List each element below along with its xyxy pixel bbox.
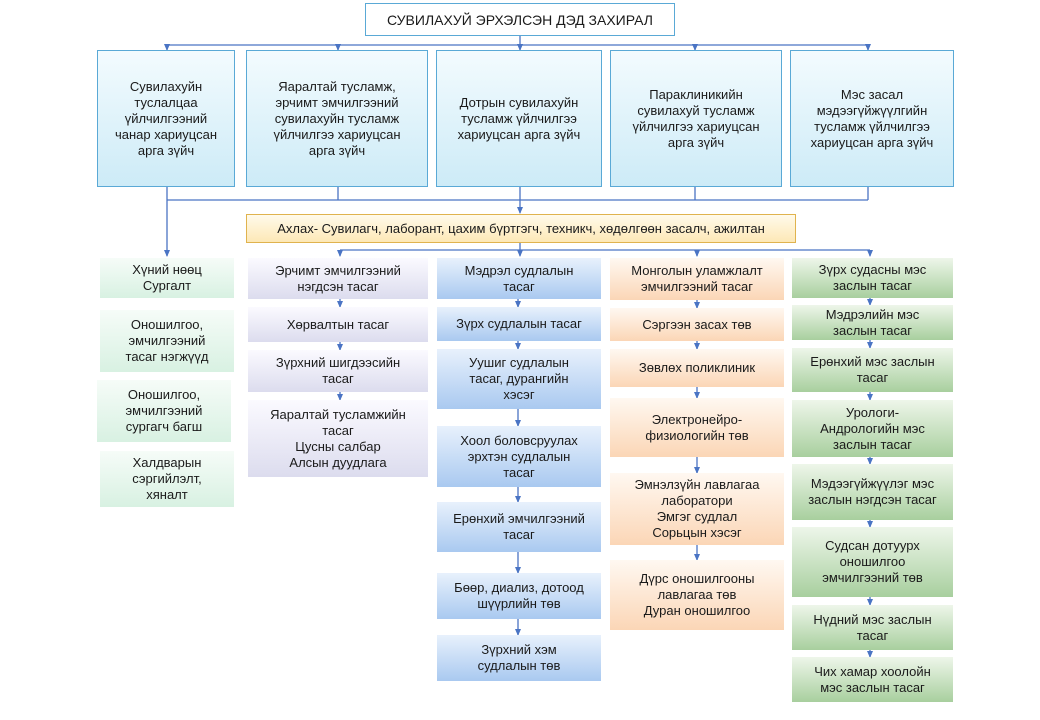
unit-imaging: Дүрс оношилгооны лавлагаа төв Дуран онош… bbox=[610, 560, 784, 630]
unit-general-surgery: Ерөнхий мэс заслын тасаг bbox=[792, 348, 953, 392]
manager-emergency: Яаралтай тусламж, эрчимт эмчилгээний сув… bbox=[246, 50, 428, 187]
unit-infection-control: Халдварын сэргийлэлт, хяналт bbox=[100, 451, 234, 507]
unit-urology: Урологи- Андрологийн мэс заслын тасаг bbox=[792, 400, 953, 457]
unit-cardiology: Зүрх судлалын тасаг bbox=[437, 307, 601, 341]
unit-pulmonology: Уушиг судлалын тасаг, дурангийн хэсэг bbox=[437, 349, 601, 409]
director-title: СУВИЛАХУЙ ЭРХЭЛСЭН ДЭД ЗАХИРАЛ bbox=[365, 3, 675, 36]
unit-vascular-surgery: Зүрх судасны мэс заслын тасаг bbox=[792, 258, 953, 298]
unit-nephrology: Бөөр, диализ, дотоод шүүрлийн төв bbox=[437, 573, 601, 619]
unit-ophthalmology: Нүдний мэс заслын тасаг bbox=[792, 605, 953, 650]
unit-diagnosis-trainer: Оношилгоо, эмчилгээний сургагч багш bbox=[97, 380, 231, 442]
unit-diagnosis-units: Оношилгоо, эмчилгээний тасаг нэгжүүд bbox=[100, 310, 234, 372]
unit-emergency: Яаралтай тусламжийн тасаг Цусны салбар А… bbox=[248, 400, 428, 477]
manager-surgery: Мэс засал мэдээгүйжүүлгийн тусламж үйлчи… bbox=[790, 50, 954, 187]
senior-staff-bar: Ахлах- Сувилагч, лаборант, цахим бүртгэг… bbox=[246, 214, 796, 243]
manager-paraclinical: Параклиникийн сувилахуй тусламж үйлчилгэ… bbox=[610, 50, 782, 187]
manager-internal: Дотрын сувилахуйн тусламж үйлчилгээ хари… bbox=[436, 50, 602, 187]
unit-electrophysiology: Электронейро- физиологийн төв bbox=[610, 398, 784, 457]
unit-arrhythmia: Зүрхний хэм судлалын төв bbox=[437, 635, 601, 681]
unit-rehabilitation: Сэргээн засах төв bbox=[610, 308, 784, 341]
unit-general-medicine: Ерөнхий эмчилгээний тасаг bbox=[437, 502, 601, 552]
unit-toxicology: Хөрвалтын тасаг bbox=[248, 307, 428, 342]
unit-endovascular: Судсан дотуурх оношилгоо эмчилгээний төв bbox=[792, 527, 953, 597]
unit-traditional-medicine: Монголын уламжлалт эмчилгээний тасаг bbox=[610, 258, 784, 300]
unit-neurology: Мэдрэл судлалын тасаг bbox=[437, 258, 601, 299]
unit-anesthesiology: Мэдээгүйжүүлэг мэс заслын нэгдсэн тасаг bbox=[792, 464, 953, 520]
unit-polyclinic: Зөвлөх поликлиник bbox=[610, 349, 784, 387]
unit-hr-training: Хүний нөөц Сургалт bbox=[100, 258, 234, 298]
unit-laboratory: Эмнэлзүйн лавлагаа лаборатори Эмгэг судл… bbox=[610, 473, 784, 545]
unit-icu: Эрчимт эмчилгээний нэгдсэн тасаг bbox=[248, 258, 428, 299]
manager-quality: Сувилахуйн туслалцаа үйлчилгээний чанар … bbox=[97, 50, 235, 187]
unit-gastroenterology: Хоол боловсруулах эрхтэн судлалын тасаг bbox=[437, 426, 601, 487]
unit-neurosurgery: Мэдрэлийн мэс заслын тасаг bbox=[792, 305, 953, 340]
unit-cardiac-infarction: Зүрхний шигдээсийн тасаг bbox=[248, 350, 428, 392]
unit-ent-surgery: Чих хамар хоолойн мэс заслын тасаг bbox=[792, 657, 953, 702]
